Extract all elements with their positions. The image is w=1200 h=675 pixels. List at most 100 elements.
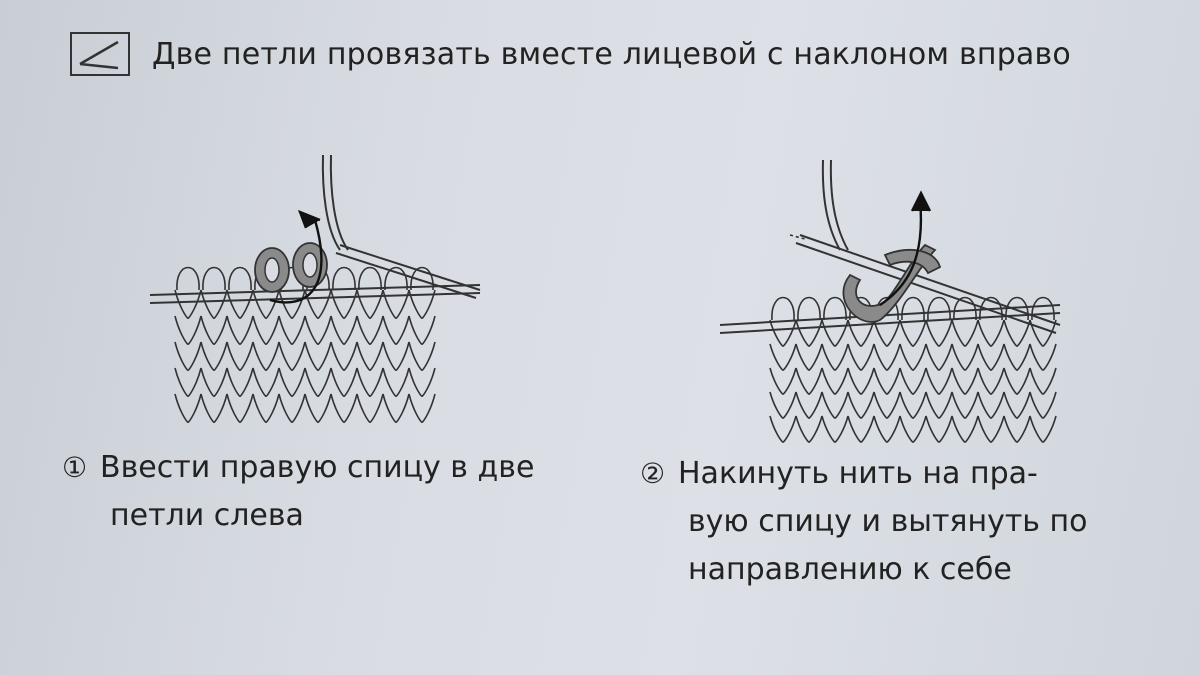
stitch-loop: [176, 266, 200, 291]
knit-stitch: [847, 391, 875, 419]
knit-stitch: [304, 315, 332, 346]
knit-stitch: [174, 393, 202, 424]
knit-stitch: [1029, 319, 1057, 347]
knit-stitch: [226, 289, 254, 320]
knit-stitch: [252, 341, 280, 372]
knit-stitch: [769, 391, 797, 419]
knit-stitch: [356, 367, 384, 398]
knit-stitch: [330, 341, 358, 372]
knit-stitch: [873, 391, 901, 419]
knit-stitch: [977, 367, 1005, 395]
knit-stitch: [1003, 367, 1031, 395]
knit-stitch: [847, 367, 875, 395]
knit-stitch: [382, 315, 410, 346]
direction-arrow-icon: [879, 190, 932, 306]
knit-stitch: [330, 393, 358, 424]
knit-stitch: [925, 343, 953, 371]
knit-stitch: [278, 289, 306, 320]
stitch-loop: [332, 266, 356, 291]
knit-stitch: [382, 289, 410, 320]
knit-stitch: [769, 415, 797, 443]
knit-stitch: [821, 367, 849, 395]
highlighted-stitches: [842, 243, 942, 323]
stitch-loop: [358, 266, 382, 291]
knit-stitch: [899, 391, 927, 419]
stitch-loop: [228, 266, 252, 291]
knit-stitch: [408, 315, 436, 346]
knit-stitch: [1003, 415, 1031, 443]
knit-stitch: [1029, 391, 1057, 419]
page-title: Две петли провязать вместе лицевой с нак…: [152, 36, 1071, 72]
knit-stitch: [795, 343, 823, 371]
knit-stitch: [795, 319, 823, 347]
stitch-loop: [823, 296, 847, 321]
knit-stitch: [873, 343, 901, 371]
knit-stitch: [1003, 319, 1031, 347]
knit-stitch: [977, 391, 1005, 419]
knit-stitch: [925, 391, 953, 419]
stitch-loop: [1031, 296, 1055, 321]
knit-stitch: [226, 367, 254, 398]
knit-stitch: [795, 367, 823, 395]
step-2-number: ②: [640, 457, 666, 490]
knit-stitch: [304, 393, 332, 424]
knit-stitch: [356, 315, 384, 346]
knit-fabric: [769, 296, 1057, 443]
knit-stitch: [278, 315, 306, 346]
knit-stitch: [408, 393, 436, 424]
knit-stitch: [304, 289, 332, 320]
decrease-symbol-icon: [70, 32, 130, 76]
knit-stitch: [330, 315, 358, 346]
knit-stitch: [1029, 415, 1057, 443]
step-1-illustration: [149, 154, 481, 424]
knit-stitch: [821, 343, 849, 371]
knit-stitch: [278, 393, 306, 424]
knit-stitch: [951, 415, 979, 443]
step-1-line-2: петли слева: [110, 498, 304, 533]
knit-stitch: [174, 367, 202, 398]
knit-stitch: [899, 415, 927, 443]
knit-stitch: [769, 319, 797, 347]
knit-stitch: [769, 367, 797, 395]
knit-stitch: [795, 391, 823, 419]
knit-stitch: [356, 289, 384, 320]
knit-stitch: [226, 315, 254, 346]
knit-stitch: [873, 415, 901, 443]
knit-stitch: [304, 367, 332, 398]
knit-stitch: [200, 315, 228, 346]
knit-stitch: [200, 393, 228, 424]
knit-stitch: [174, 315, 202, 346]
step-2-line-3: направлению к себе: [688, 552, 1012, 587]
step-1-line-1: Ввести правую спицу в две: [100, 450, 535, 485]
knit-stitch: [977, 343, 1005, 371]
knit-stitch: [226, 341, 254, 372]
knit-stitch: [977, 415, 1005, 443]
knit-stitch: [1003, 343, 1031, 371]
page-header: Две петли провязать вместе лицевой с нак…: [70, 32, 1071, 76]
knit-stitch: [951, 319, 979, 347]
knit-stitch: [1003, 391, 1031, 419]
stitch-loop: [1005, 296, 1029, 321]
knit-stitch: [252, 289, 280, 320]
knit-stitch: [847, 415, 875, 443]
knit-stitch: [200, 341, 228, 372]
step-2-illustration: [719, 159, 1061, 443]
knit-stitch: [330, 367, 358, 398]
knit-stitch: [408, 341, 436, 372]
knit-stitch: [795, 415, 823, 443]
step-2-line-1: Накинуть нить на пра-: [678, 456, 1038, 491]
stitch-loop: [927, 296, 951, 321]
knit-stitch: [1029, 367, 1057, 395]
knit-stitch: [1029, 343, 1057, 371]
knit-stitch: [252, 393, 280, 424]
knit-stitch: [226, 393, 254, 424]
knit-stitch: [382, 393, 410, 424]
knit-stitch: [356, 393, 384, 424]
knit-stitch: [821, 391, 849, 419]
stitch-loop: [771, 296, 795, 321]
knit-stitch: [951, 391, 979, 419]
knit-stitch: [200, 367, 228, 398]
knit-stitch: [330, 289, 358, 320]
knit-stitch: [278, 367, 306, 398]
